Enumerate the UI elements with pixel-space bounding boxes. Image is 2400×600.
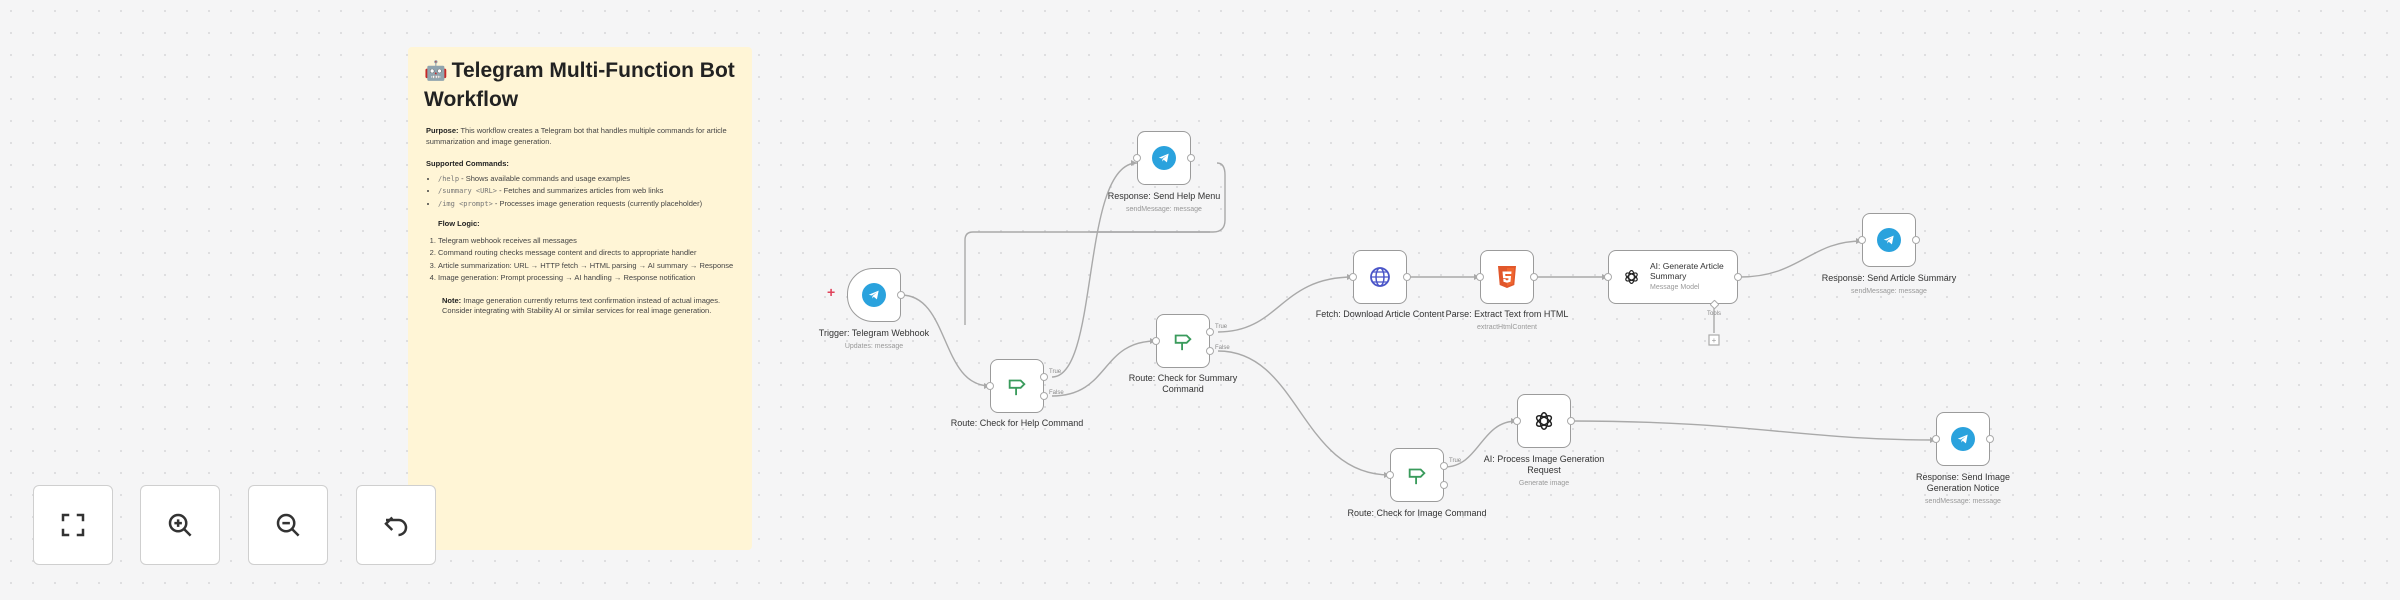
list-item: /img <prompt> - Processes image generati… (438, 199, 742, 210)
true-port[interactable] (1206, 328, 1214, 336)
list-item: /summary <URL> - Fetches and summarizes … (438, 186, 742, 197)
false-port[interactable] (1040, 392, 1048, 400)
note-text: Note: Image generation currently returns… (442, 295, 721, 316)
node-parse-html[interactable] (1476, 250, 1538, 304)
list-item: Command routing checks message content a… (438, 248, 742, 259)
node-check-image[interactable]: True (1386, 448, 1461, 502)
true-port[interactable] (1440, 462, 1448, 470)
zoom-in-icon (168, 513, 192, 537)
input-port[interactable] (1932, 435, 1940, 443)
node-label: Route: Check for Image Command (1347, 508, 1487, 518)
output-port[interactable] (1734, 273, 1742, 281)
sticky-title: 🤖Telegram Multi-Function Bot Workflow (424, 59, 735, 111)
commands-heading: Supported Commands: (426, 159, 509, 168)
telegram-icon (1877, 228, 1901, 252)
node-send-summary[interactable] (1858, 213, 1920, 267)
svg-text:+: + (1712, 336, 1717, 345)
zoom-out-icon (276, 513, 300, 537)
globe-icon (1370, 267, 1390, 287)
output-port[interactable] (1912, 236, 1920, 244)
input-port[interactable] (1349, 273, 1357, 281)
fit-view-button[interactable] (33, 485, 113, 565)
node-ai-image[interactable] (1513, 394, 1575, 448)
purpose-text: Purpose: This workflow creates a Telegra… (426, 126, 727, 146)
flow-heading: Flow Logic: (438, 219, 480, 228)
output-port[interactable] (897, 291, 905, 299)
port-label: Tools (1707, 311, 1722, 317)
zoom-in-button[interactable] (140, 485, 220, 565)
port-label: False (1215, 345, 1230, 351)
input-port[interactable] (1858, 236, 1866, 244)
list-item: Telegram webhook receives all messages (438, 236, 742, 247)
false-port[interactable] (1440, 481, 1448, 489)
output-port[interactable] (1187, 154, 1195, 162)
route-icon (1174, 334, 1192, 351)
false-port[interactable] (1206, 347, 1214, 355)
output-port[interactable] (1403, 273, 1411, 281)
true-port[interactable] (1040, 373, 1048, 381)
input-port[interactable] (1386, 471, 1394, 479)
node-check-help[interactable]: True False (986, 359, 1064, 413)
sticky-note[interactable]: 🤖Telegram Multi-Function Bot Workflow Pu… (408, 47, 752, 550)
list-item: Article summarization: URL → HTTP fetch … (438, 261, 742, 272)
output-port[interactable] (1530, 273, 1538, 281)
input-port[interactable] (1133, 154, 1141, 162)
node-send-image[interactable] (1932, 412, 1994, 466)
port-label: True (1215, 324, 1228, 330)
port-label: True (1449, 458, 1462, 464)
fit-view-icon (61, 513, 85, 537)
input-port[interactable] (1476, 273, 1484, 281)
html5-icon (1498, 266, 1516, 288)
output-port[interactable] (1986, 435, 1994, 443)
openai-icon (1535, 412, 1553, 430)
input-port[interactable] (1604, 273, 1612, 281)
undo-button[interactable] (356, 485, 436, 565)
node-send-help[interactable] (1133, 131, 1195, 185)
route-icon (1408, 468, 1426, 485)
node-fetch-article[interactable] (1349, 250, 1411, 304)
node-trigger-telegram[interactable] (847, 268, 905, 322)
output-port[interactable] (1567, 417, 1575, 425)
commands-list: /help - Shows available commands and usa… (426, 174, 742, 210)
list-item: Image generation: Prompt processing → AI… (438, 273, 742, 284)
add-trigger-icon[interactable]: + (827, 284, 836, 300)
undo-icon (384, 516, 408, 537)
list-item: /help - Shows available commands and usa… (438, 174, 742, 185)
zoom-out-button[interactable] (248, 485, 328, 565)
node-label: Fetch: Download Article Content (1315, 309, 1445, 319)
telegram-icon (1152, 146, 1176, 170)
port-label: True (1049, 369, 1062, 375)
input-port[interactable] (1513, 417, 1521, 425)
input-port[interactable] (986, 382, 994, 390)
flow-list: Telegram webhook receives all messages C… (426, 236, 742, 284)
port-label: False (1049, 390, 1064, 396)
node-check-summary[interactable]: True False (1152, 314, 1230, 368)
route-icon (1008, 379, 1026, 396)
robot-icon: 🤖 (424, 61, 448, 82)
input-port[interactable] (1152, 337, 1160, 345)
node-label: Route: Check for Help Command (950, 418, 1084, 428)
telegram-icon (862, 283, 886, 307)
node-label: Route: Check for Summary Command (1128, 373, 1238, 394)
telegram-icon (1951, 427, 1975, 451)
openai-icon (1625, 270, 1638, 284)
